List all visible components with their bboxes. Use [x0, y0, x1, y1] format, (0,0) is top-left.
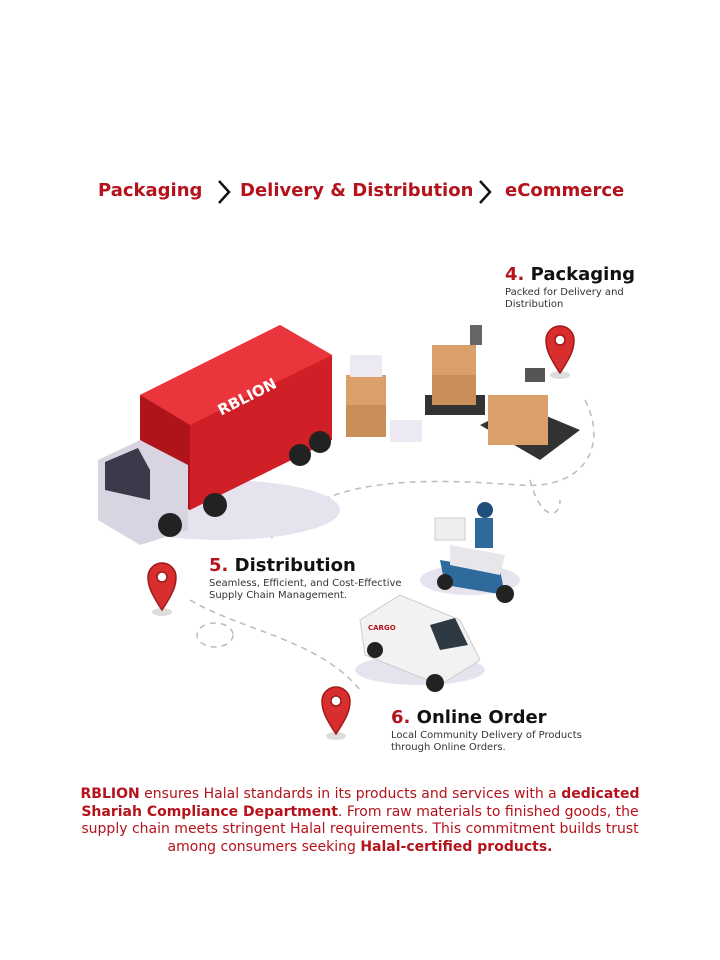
statement-text: . From raw materials to finished goods, … [81, 803, 639, 855]
statement-text: ensures Halal standards in its products … [139, 786, 562, 802]
process-breadcrumb: Packaging Delivery & Distribution eComme… [0, 178, 720, 206]
breadcrumb-ecommerce: eCommerce [505, 180, 625, 201]
step-number: 6. [391, 707, 411, 728]
breadcrumb-delivery: Delivery & Distribution [240, 180, 474, 201]
brand-name: RBLION [80, 786, 140, 802]
location-pin-icon [147, 562, 177, 616]
step-description: Seamless, Efficient, and Cost-Effective … [209, 578, 402, 601]
truck-illustration: RBLION [98, 325, 340, 545]
chevron-right-icon [218, 180, 231, 204]
statement-emphasis: Halal-certified products. [360, 838, 553, 855]
packages-illustration [346, 325, 580, 460]
van-label: CARGO [368, 624, 396, 632]
location-pin-icon [545, 325, 575, 379]
step-description: Packed for Delivery and Distribution [505, 287, 624, 310]
step-description: Local Community Delivery of Products thr… [391, 730, 582, 753]
scooter-courier-illustration [420, 502, 520, 603]
step-packaging: 4. Packaging Packed for Delivery and Dis… [505, 264, 645, 311]
step-title: Packaging [530, 264, 636, 285]
step-online-order: 6. Online Order Local Community Delivery… [391, 707, 611, 754]
breadcrumb-packaging: Packaging [98, 180, 203, 201]
halal-statement: RBLION ensures Halal standards in its pr… [80, 786, 640, 856]
step-number: 4. [505, 264, 525, 285]
chevron-right-icon [479, 180, 492, 204]
supply-chain-illustration: RBLION CARGO [98, 325, 595, 740]
step-title: Distribution [234, 555, 356, 576]
step-number: 5. [209, 555, 229, 576]
cargo-van-illustration: CARGO [355, 594, 485, 692]
step-distribution: 5. Distribution Seamless, Efficient, and… [209, 555, 424, 602]
statement-emphasis: dedicated Shariah Compliance Department [81, 786, 640, 820]
location-pin-icon [321, 686, 351, 740]
step-title: Online Order [416, 707, 547, 728]
